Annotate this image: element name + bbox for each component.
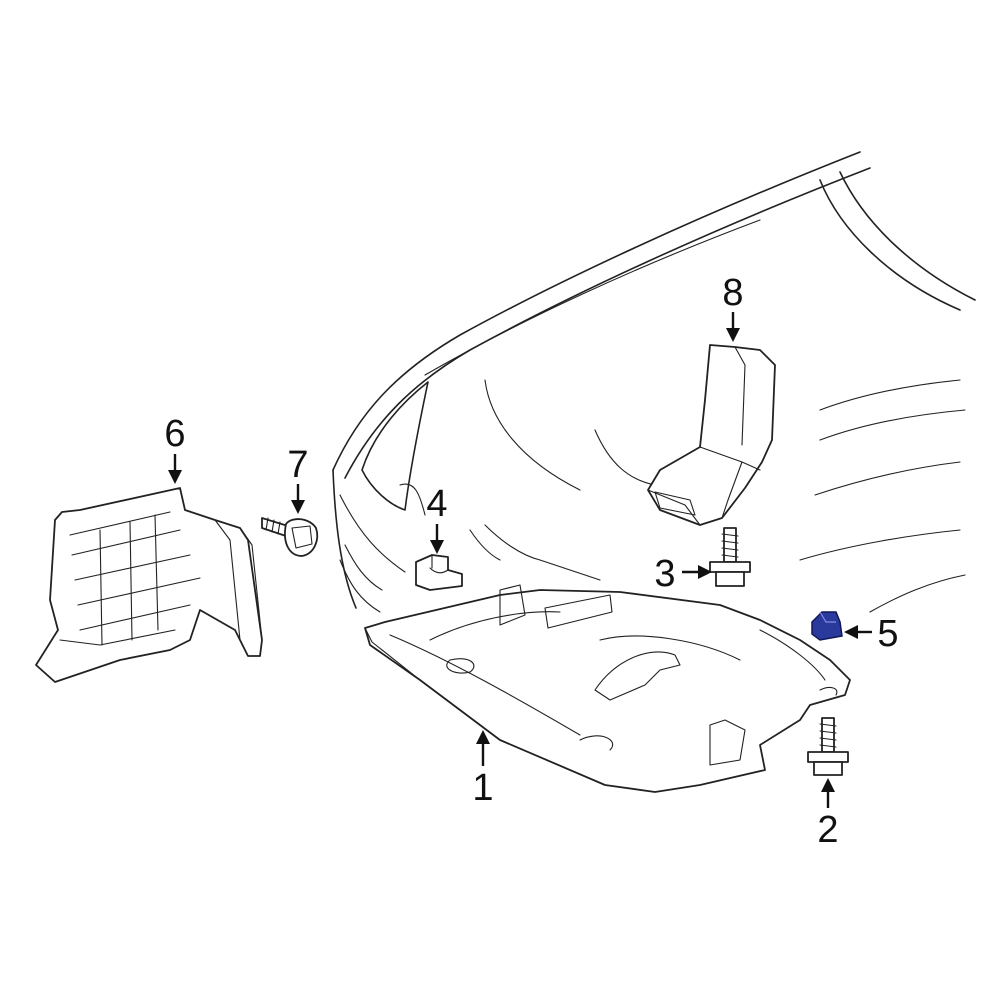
callout-2[interactable]: 2 (817, 809, 838, 851)
arrow-5 (844, 625, 872, 639)
arrow-4 (430, 524, 444, 554)
arrow-7 (291, 484, 305, 514)
part-3-bolt (709, 527, 751, 587)
part-7-screw (261, 517, 319, 557)
callout-3[interactable]: 3 (654, 553, 675, 595)
part-4-clip (415, 554, 463, 591)
callout-arrows (168, 312, 872, 808)
part-1-splash-shield (364, 584, 851, 793)
part-8-duct (647, 344, 776, 526)
arrow-6 (168, 454, 182, 484)
callout-4[interactable]: 4 (426, 483, 447, 525)
callout-8[interactable]: 8 (722, 272, 743, 314)
arrow-3 (682, 565, 712, 579)
callout-1[interactable]: 1 (472, 767, 493, 809)
part-5-nut (811, 611, 843, 641)
callout-6[interactable]: 6 (164, 413, 185, 455)
vehicle-body-outline (332, 151, 976, 613)
arrow-1 (476, 730, 490, 766)
arrow-2 (821, 778, 835, 808)
callout-7[interactable]: 7 (287, 444, 308, 486)
part-2-bolt (807, 717, 849, 776)
arrow-8 (726, 312, 740, 342)
part-6-side-deflector (35, 487, 263, 683)
callout-5[interactable]: 5 (877, 613, 898, 655)
callout-labels: 1 2 3 4 5 6 7 8 (164, 272, 898, 851)
